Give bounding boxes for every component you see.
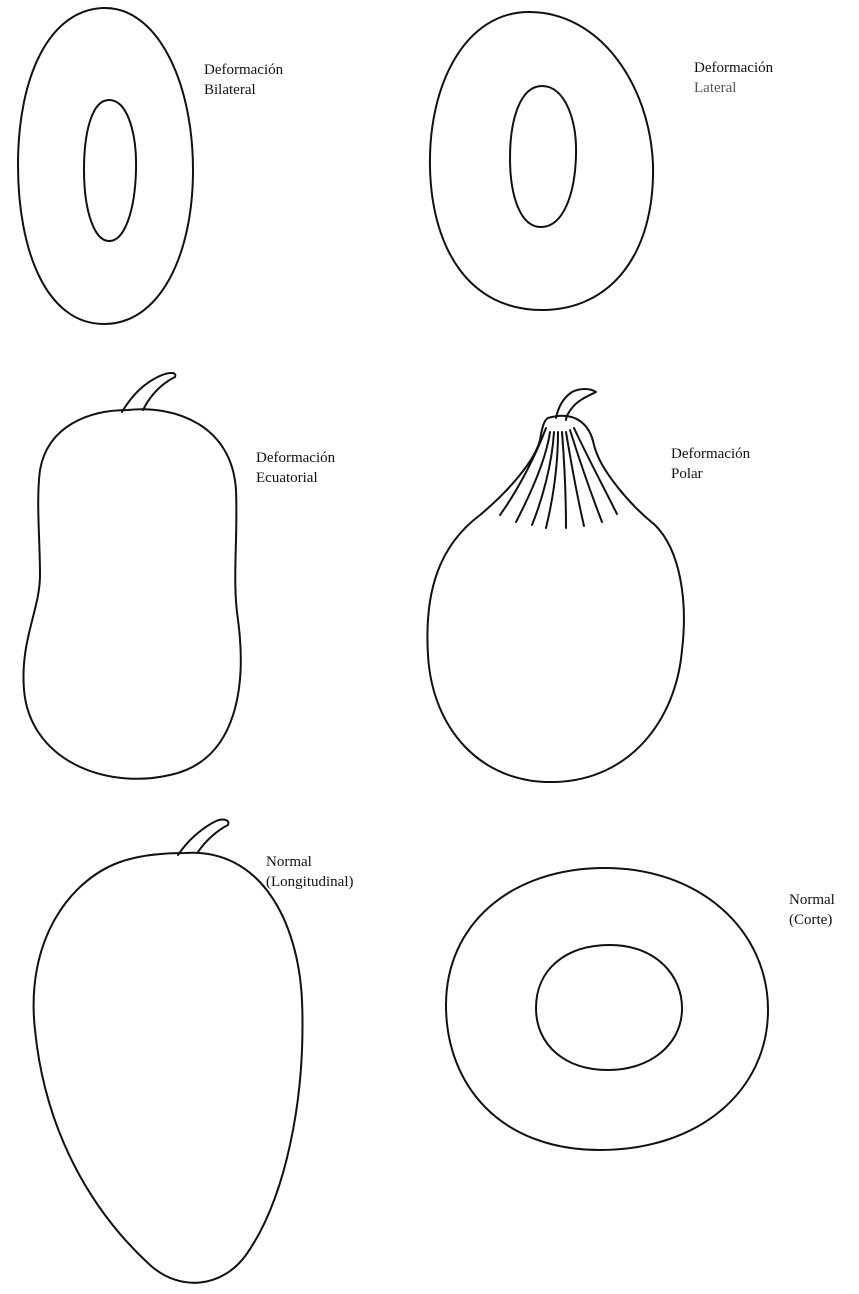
bilateral-inner-outline	[84, 100, 136, 241]
lateral-label-line2: Lateral	[694, 78, 773, 98]
ecuatorial-label-line2: Ecuatorial	[256, 468, 335, 488]
ecuatorial-stem	[122, 373, 175, 412]
normal-longitudinal-outline	[34, 853, 303, 1283]
ecuatorial-outline	[23, 409, 240, 779]
normal-corte-outer-outline	[446, 868, 768, 1150]
polar-label-line1: Deformación	[671, 444, 750, 464]
polar-label-line2: Polar	[671, 464, 750, 484]
normal-longitudinal-fruit	[34, 820, 303, 1283]
lateral-label-line1: Deformación	[694, 58, 773, 78]
ecuatorial-fruit	[23, 373, 240, 779]
ecuatorial-label-line1: Deformación	[256, 448, 335, 468]
normal-longitudinal-stem	[178, 820, 228, 855]
bilateral-label: Deformación Bilateral	[204, 60, 283, 100]
lateral-inner-outline	[510, 86, 576, 227]
normal-longitudinal-label: Normal (Longitudinal)	[266, 852, 353, 892]
normal-longitudinal-label-line1: Normal	[266, 852, 353, 872]
polar-fruit	[427, 389, 683, 782]
bilateral-cross-section	[18, 8, 193, 324]
normal-corte-label: Normal (Corte)	[789, 890, 835, 930]
ecuatorial-label: Deformación Ecuatorial	[256, 448, 335, 488]
normal-corte-label-line2: (Corte)	[789, 910, 835, 930]
bilateral-label-line1: Deformación	[204, 60, 283, 80]
bilateral-label-line2: Bilateral	[204, 80, 283, 100]
bilateral-outer-outline	[18, 8, 193, 324]
normal-longitudinal-label-line2: (Longitudinal)	[266, 872, 353, 892]
normal-corte-label-line1: Normal	[789, 890, 835, 910]
lateral-outer-outline	[430, 12, 653, 310]
lateral-label: Deformación Lateral	[694, 58, 773, 98]
polar-label: Deformación Polar	[671, 444, 750, 484]
lateral-cross-section	[430, 12, 653, 310]
normal-corte-cross-section	[446, 868, 768, 1150]
normal-corte-inner-outline	[536, 945, 682, 1070]
